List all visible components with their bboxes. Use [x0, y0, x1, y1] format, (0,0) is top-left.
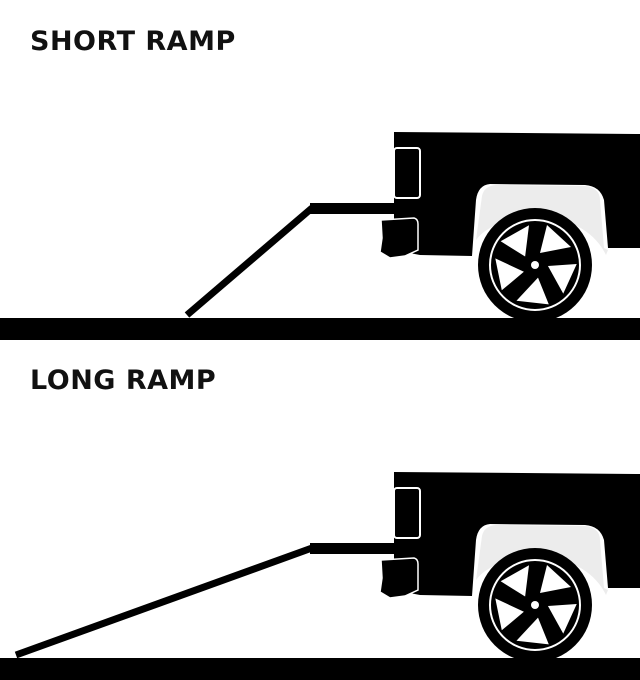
truck-silhouette-icon	[379, 131, 640, 323]
short-ramp-top	[310, 203, 396, 214]
short-ramp-panel	[0, 131, 640, 340]
long-ramp-title: LONG RAMP	[30, 365, 217, 396]
ground	[0, 318, 640, 340]
short-ramp-title: SHORT RAMP	[30, 26, 236, 57]
long-ramp-panel	[0, 471, 640, 680]
short-ramp-incline	[184, 205, 315, 318]
truck-silhouette-icon	[379, 471, 640, 663]
long-ramp-top	[310, 543, 396, 554]
ground	[0, 658, 640, 680]
long-ramp-incline	[14, 544, 314, 659]
